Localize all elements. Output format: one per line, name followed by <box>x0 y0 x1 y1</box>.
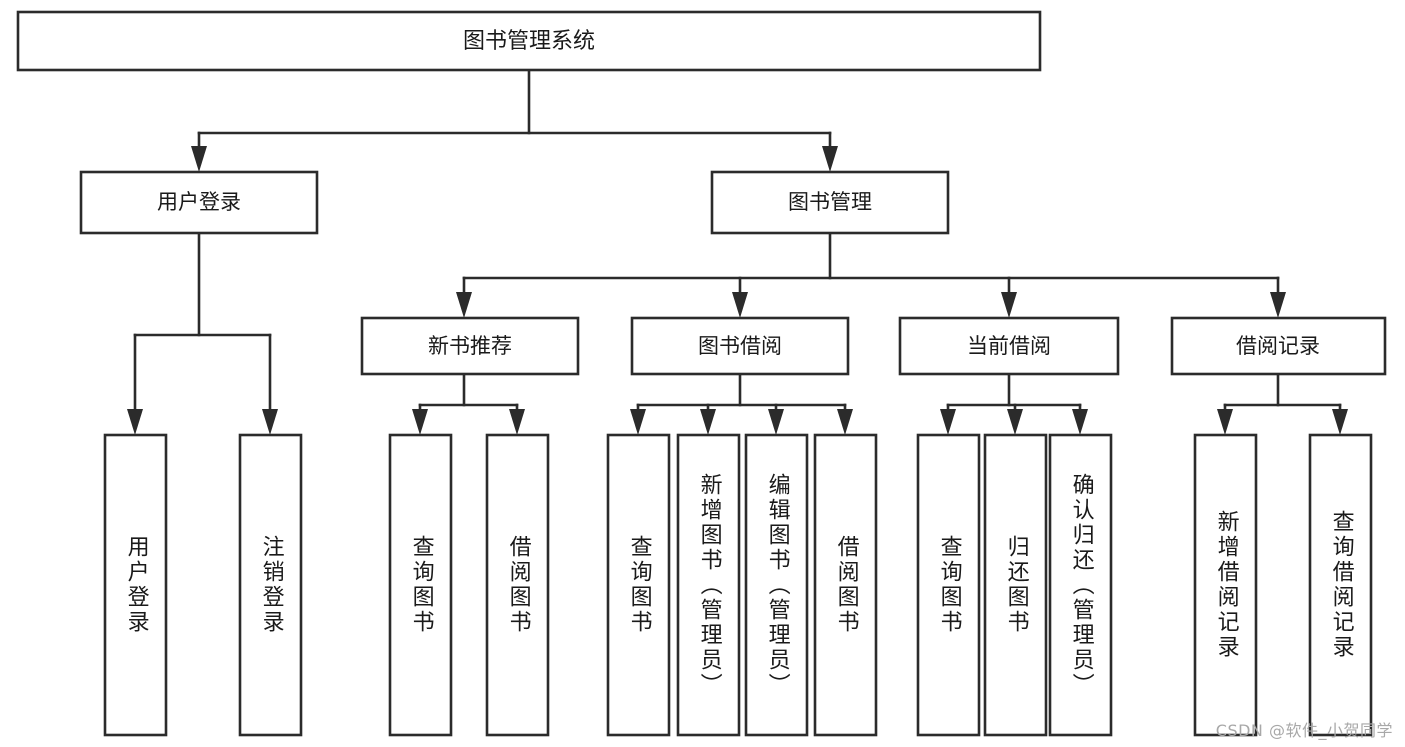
connector-userlogin-to-leaves <box>127 231 278 435</box>
node-book-management-label: 图书管理 <box>788 190 872 214</box>
leaf-box[interactable] <box>606 433 671 737</box>
connector-newbook-to-leaves <box>412 372 525 435</box>
node-book-borrow[interactable]: 图书借阅 <box>630 316 850 376</box>
node-current-borrow[interactable]: 当前借阅 <box>898 316 1120 376</box>
node-borrow-records-label: 借阅记录 <box>1236 334 1320 358</box>
leaf-box[interactable] <box>1048 433 1113 737</box>
connector-borrow-to-leaves <box>630 372 853 435</box>
leaf-box[interactable] <box>1308 433 1373 737</box>
node-new-book-recommend[interactable]: 新书推荐 <box>360 316 580 376</box>
leaf-box[interactable] <box>813 433 878 737</box>
node-borrow-records[interactable]: 借阅记录 <box>1170 316 1387 376</box>
leaf-boxes <box>103 433 1373 737</box>
leaf-box[interactable] <box>676 433 741 737</box>
node-new-book-recommend-label: 新书推荐 <box>428 334 512 358</box>
node-user-login-label: 用户登录 <box>157 190 241 214</box>
connector-records-to-leaves <box>1217 372 1348 435</box>
leaf-box[interactable] <box>744 433 809 737</box>
node-root[interactable]: 图书管理系统 <box>16 10 1042 72</box>
leaf-box[interactable] <box>983 433 1048 737</box>
leaf-box[interactable] <box>238 433 303 737</box>
leaf-box[interactable] <box>485 433 550 737</box>
node-current-borrow-label: 当前借阅 <box>967 334 1051 358</box>
watermark-text: CSDN @软件_小贺同学 <box>1215 721 1393 740</box>
node-book-management[interactable]: 图书管理 <box>710 170 950 235</box>
node-user-login[interactable]: 用户登录 <box>79 170 319 235</box>
leaf-box[interactable] <box>916 433 981 737</box>
connector-current-to-leaves <box>940 372 1088 435</box>
leaf-box[interactable] <box>1193 433 1258 737</box>
node-book-borrow-label: 图书借阅 <box>698 334 782 358</box>
leaf-box[interactable] <box>388 433 453 737</box>
node-root-label: 图书管理系统 <box>463 29 595 54</box>
connector-root-to-level1 <box>191 68 838 172</box>
leaf-box[interactable] <box>103 433 168 737</box>
connector-bookmgmt-to-level2 <box>456 231 1286 318</box>
